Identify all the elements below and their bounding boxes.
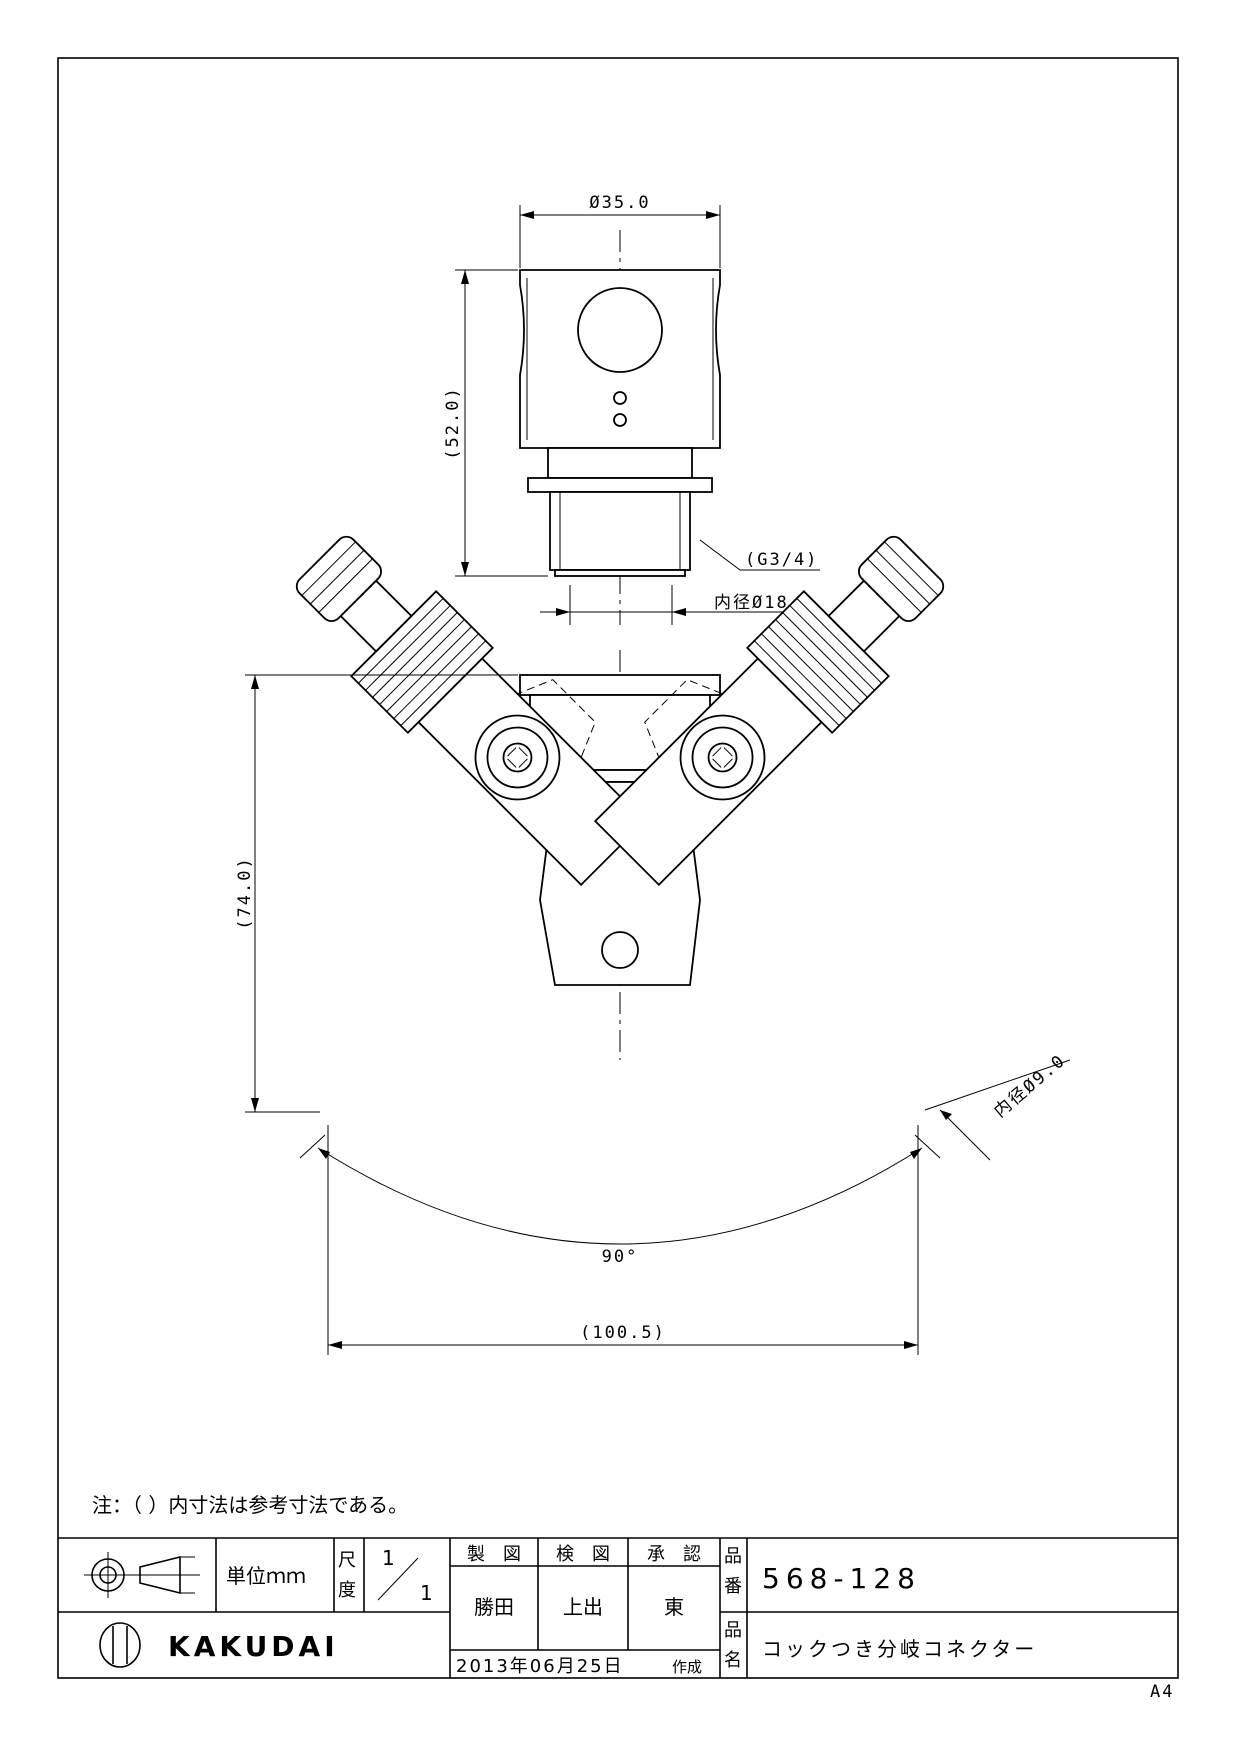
reference-note: 注：（ ）内寸法は参考寸法である。 — [92, 1493, 408, 1517]
checked-by: 上出 — [563, 1595, 603, 1619]
part-name-label-1: 品 — [724, 1620, 742, 1641]
checked-label: 検 図 — [556, 1544, 610, 1565]
dim-overall-height: (74.0) — [235, 856, 255, 929]
scale-label-1: 尺 — [338, 1550, 356, 1571]
part-name-label-2: 名 — [724, 1650, 742, 1671]
part-no-label-1: 品 — [724, 1546, 742, 1567]
left-hose-fitting — [295, 535, 382, 622]
dim-top-width: Ø35.0 — [589, 193, 650, 213]
scale-numerator: 1 — [382, 1546, 395, 1570]
front-view: (74.0) 内径Ø9.0 90° (100.5) — [235, 535, 1071, 1355]
dim-top-height: (52.0) — [443, 386, 463, 459]
part-number: 568-128 — [762, 1562, 921, 1595]
angle-arc — [317, 1147, 923, 1245]
top-neck — [547, 447, 693, 479]
projection-symbol-icon — [84, 1552, 200, 1598]
dim-inner-outlet: 内径Ø9.0 — [990, 1051, 1069, 1122]
top-flange — [527, 477, 713, 493]
created-label: 作成 — [672, 1658, 702, 1676]
dim-angle: 90° — [602, 1247, 639, 1267]
left-branch — [295, 535, 647, 887]
top-thread — [549, 491, 691, 571]
dim-thread: (G3/4) — [745, 550, 818, 570]
brand-name: KAKUDAI — [168, 1630, 339, 1663]
approved-by: 東 — [664, 1595, 684, 1619]
drawn-label: 製 図 — [467, 1544, 521, 1565]
top-view: Ø35.0 (52.0) (G3/4) 内径Ø18.0 — [443, 193, 820, 625]
part-name: コックつき分岐コネクター — [762, 1637, 1037, 1661]
top-screw-1 — [613, 391, 627, 405]
title-block: 単位ｍｍ 尺 度 1 1 製 図 検 図 承 認 勝田 上出 東 品 番 568… — [58, 1537, 1178, 1678]
top-lever-hole — [577, 287, 663, 373]
front-top-nut — [519, 674, 721, 696]
scale-label-2: 度 — [338, 1580, 356, 1601]
approved-label: 承 認 — [647, 1544, 701, 1565]
front-mount-hole — [601, 931, 639, 969]
date: 2013年06月25日 — [456, 1656, 624, 1677]
top-screw-2 — [613, 413, 627, 427]
dim-overall-width: (100.5) — [580, 1323, 666, 1343]
right-branch — [593, 535, 945, 887]
scale-denominator: 1 — [420, 1581, 433, 1605]
kakudai-logo-icon — [99, 1622, 141, 1668]
drawn-by: 勝田 — [474, 1595, 514, 1619]
drawing-frame — [57, 57, 1179, 1679]
unit-label: 単位ｍｍ — [226, 1564, 306, 1588]
right-hose-fitting — [858, 535, 945, 622]
sheet-size: A4 — [1150, 1682, 1174, 1702]
part-no-label-2: 番 — [724, 1576, 742, 1597]
